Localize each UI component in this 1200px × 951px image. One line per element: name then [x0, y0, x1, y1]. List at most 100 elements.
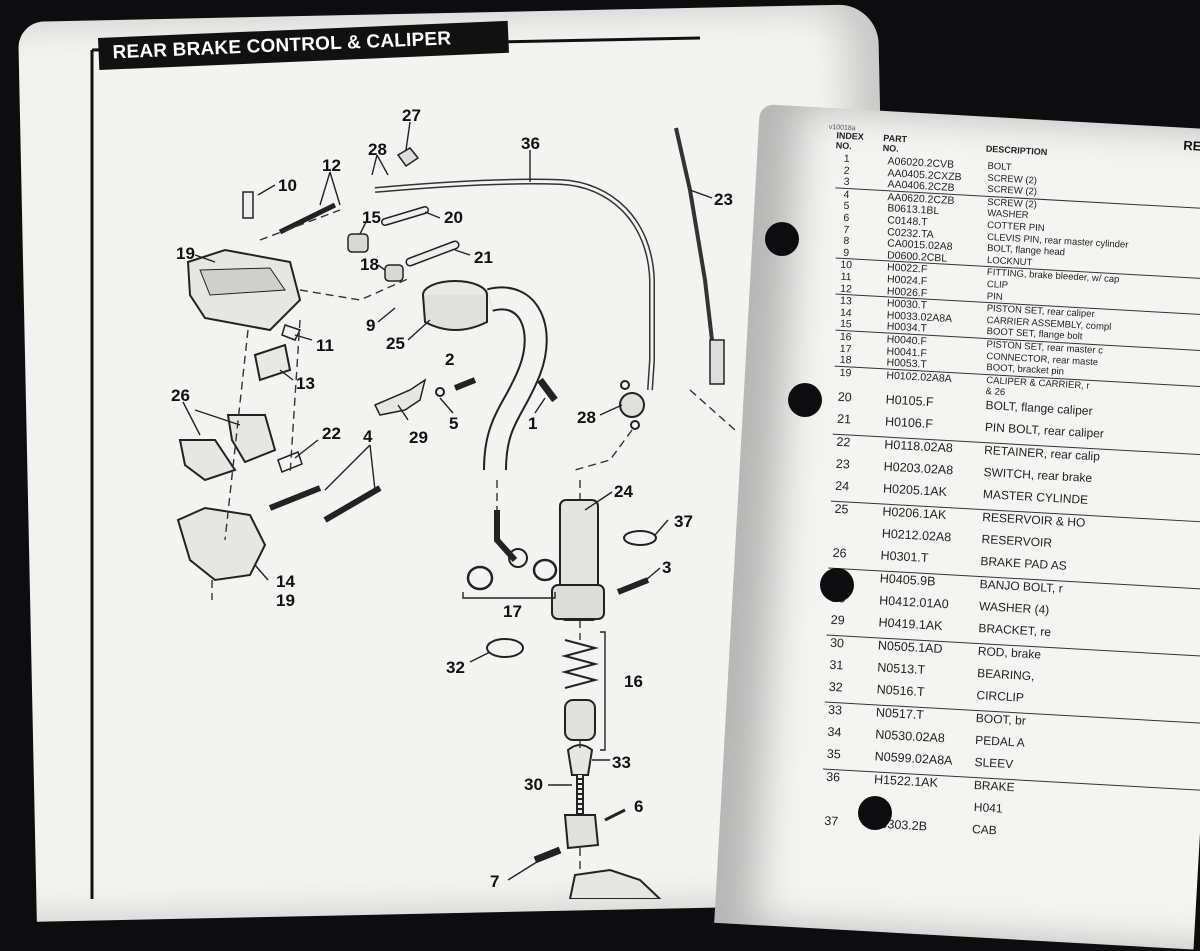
description-cell: PEDAL A [974, 732, 1026, 750]
binder-hole [765, 222, 799, 256]
spring-16 [561, 639, 599, 689]
washer-5 [435, 387, 445, 397]
assembly-lines [211, 209, 736, 870]
callout-33: 33 [612, 753, 631, 772]
part-number-cell: H0105.F [885, 392, 934, 410]
description-cell: H041 [973, 799, 1003, 816]
index-cell: 37 [823, 813, 839, 829]
index-cell: 26 [832, 545, 847, 561]
bolt-2 [453, 377, 477, 391]
description-cell: CLIP [986, 278, 1009, 292]
binder-hole [820, 568, 854, 602]
index-cell: 25 [834, 501, 849, 517]
callout-17: 17 [503, 602, 522, 621]
callout-36: 36 [521, 134, 540, 153]
callout-32: 32 [446, 658, 465, 677]
callout-28: 28 [368, 140, 387, 159]
callout-18: 18 [360, 255, 379, 274]
callout-30: 30 [524, 775, 543, 794]
clevis [563, 814, 600, 850]
index-cell: 29 [830, 612, 846, 628]
exploded-diagram [90, 36, 736, 899]
description-cell: BRACKET, re [978, 620, 1052, 639]
part-number-cell: H0118.02A8 [883, 437, 954, 456]
callout-16: 16 [624, 672, 643, 691]
screw-4b [323, 485, 382, 523]
part-number-cell: H0412.01A0 [878, 593, 950, 612]
index-cell: 22 [836, 434, 851, 450]
boot-18 [384, 264, 404, 282]
description-cell: & 26 [985, 386, 1006, 399]
leader-lines [182, 121, 713, 881]
index-cell: 24 [834, 478, 850, 494]
circlip-37 [623, 530, 657, 546]
callout-2: 2 [445, 350, 455, 369]
callout-7: 7 [490, 872, 500, 891]
part-number-cell: H0301.T [880, 548, 929, 565]
description-cell: BANJO BOLT, r [979, 576, 1064, 596]
callout-21: 21 [474, 248, 493, 267]
callout-20: 20 [444, 208, 463, 227]
callout-13: 13 [296, 374, 315, 393]
switch-body [709, 339, 725, 385]
callout-37: 37 [674, 512, 693, 531]
callout-19: 19 [176, 244, 195, 263]
part-number-cell: N0505.1AD [877, 638, 943, 656]
pin-12 [278, 202, 337, 235]
callout-29: 29 [409, 428, 428, 447]
brake-pad-1 [178, 439, 237, 482]
index-cell [830, 523, 852, 524]
index-cell: 23 [835, 456, 851, 472]
part-number-cell: N0530.02A8 [874, 727, 946, 746]
callout-5: 5 [449, 414, 459, 433]
index-cell [834, 378, 856, 379]
page-frame [90, 36, 701, 899]
part-number-cell: N0516.T [876, 682, 925, 699]
reservoir-body [422, 294, 488, 331]
index-cell: 30 [829, 635, 845, 651]
callout-9: 9 [366, 316, 376, 335]
pedal-arm [568, 868, 662, 899]
callout-3: 3 [662, 558, 672, 577]
connector-17 [494, 510, 518, 563]
index-cell: 20 [837, 389, 853, 405]
bleeder-fitting [242, 191, 254, 219]
part-number-cell: H0212.02A8 [881, 526, 952, 545]
index-cell: 21 [836, 411, 852, 427]
description-cell: BOLT [987, 160, 1012, 174]
col-description: DESCRIPTION [985, 143, 1048, 158]
clip-11 [281, 324, 302, 341]
description-cell: CIRCLIP [976, 687, 1025, 705]
callout-15: 15 [362, 208, 381, 227]
description-cell: CAB [971, 821, 998, 838]
banjo-fitting [619, 392, 645, 418]
index-cell: 35 [826, 746, 842, 762]
index-cell: 32 [828, 679, 844, 695]
boot-15 [347, 233, 369, 253]
bracket-29 [373, 378, 427, 416]
part-number-cell: H0419.1AK [878, 615, 943, 633]
description-cell: WASHER (4) [978, 598, 1050, 617]
part-number-cell: H1522.1AK [873, 772, 939, 790]
part-number-cell: H0203.02A8 [883, 459, 954, 478]
index-cell: 34 [827, 724, 842, 740]
callout-28: 28 [577, 408, 596, 427]
part-number-cell: N0599.02A8A [874, 749, 953, 768]
description-cell: RESERVOIR [981, 531, 1053, 550]
callout-22: 22 [322, 424, 341, 443]
part-number-cell: H0206.1AK [882, 504, 947, 522]
piston-16 [564, 699, 596, 741]
circlip-32 [486, 638, 524, 658]
cotter-pin-6 [604, 808, 626, 822]
callout-19: 19 [276, 591, 295, 610]
binder-hole [788, 383, 822, 417]
description-cell: PIN [986, 290, 1003, 303]
clevis-pin-7 [533, 846, 562, 864]
part-number-cell: H0405.9B [879, 571, 936, 589]
description-cell: BOOT, br [975, 710, 1027, 728]
description-cell: ROD, brake [977, 643, 1042, 662]
piston-13 [253, 343, 292, 382]
boot-33 [566, 744, 594, 776]
part-number-cell: H0205.1AK [882, 481, 948, 499]
